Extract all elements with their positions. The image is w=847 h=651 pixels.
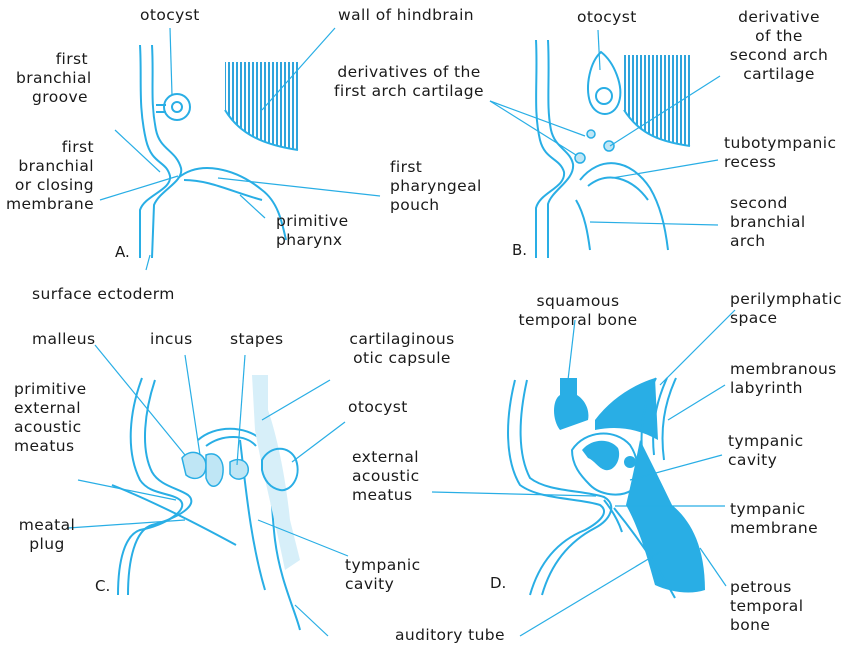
panel-d-drawing [508, 378, 705, 598]
label-d-membranous-labyrinth: membranous labyrinth [730, 360, 837, 398]
label-external-acoustic-meatus: external acoustic meatus [352, 448, 420, 505]
ossicles-c [182, 452, 248, 486]
label-c-tympanic-cavity: tympanic cavity [345, 556, 421, 594]
label-b-second-branchial-arch: second branchial arch [730, 194, 806, 251]
label-d-petrous-temporal-bone: petrous temporal bone [730, 578, 803, 635]
label-b-second-arch-derivative: derivative of the second arch cartilage [726, 8, 832, 84]
label-c-malleus: malleus [32, 330, 95, 349]
hindbrain-wall-a [225, 62, 298, 150]
label-d-squamous-temporal-bone: squamous temporal bone [518, 292, 638, 330]
label-b-tubotympanic-recess: tubotympanic recess [724, 134, 836, 172]
panel-b-letter: B. [512, 241, 527, 259]
hindbrain-wall-b [624, 55, 690, 146]
label-c-incus: incus [150, 330, 193, 349]
label-auditory-tube: auditory tube [395, 626, 505, 645]
label-d-perilymphatic-space: perilymphatic space [730, 290, 842, 328]
label-a-otocyst: otocyst [140, 6, 200, 25]
label-a-first-branchial-groove: first branchial groove [16, 50, 88, 107]
label-c-cartilaginous-otic-capsule: cartilaginous otic capsule [340, 330, 464, 368]
label-a-surface-ectoderm: surface ectoderm [32, 285, 175, 304]
label-d-tympanic-membrane: tympanic membrane [730, 500, 818, 538]
label-a-primitive-pharynx: primitive pharynx [276, 212, 349, 250]
label-c-primitive-external-acoustic-meatus: primitive external acoustic meatus [14, 380, 87, 456]
label-a-closing-membrane: first branchial or closing membrane [6, 138, 94, 214]
label-b-otocyst: otocyst [577, 8, 637, 27]
label-b-first-arch-derivatives: derivatives of the first arch cartilage [328, 63, 490, 101]
panel-c-letter: C. [95, 577, 110, 595]
label-a-first-pharyngeal-pouch: first pharyngeal pouch [390, 158, 482, 215]
panel-d-letter: D. [490, 574, 506, 592]
label-a-wall-of-hindbrain: wall of hindbrain [338, 6, 474, 25]
label-c-meatal-plug: meatal plug [14, 516, 80, 554]
panel-a-letter: A. [115, 243, 130, 261]
label-d-tympanic-cavity: tympanic cavity [728, 432, 804, 470]
label-c-stapes: stapes [230, 330, 284, 349]
label-c-otocyst: otocyst [348, 398, 408, 417]
